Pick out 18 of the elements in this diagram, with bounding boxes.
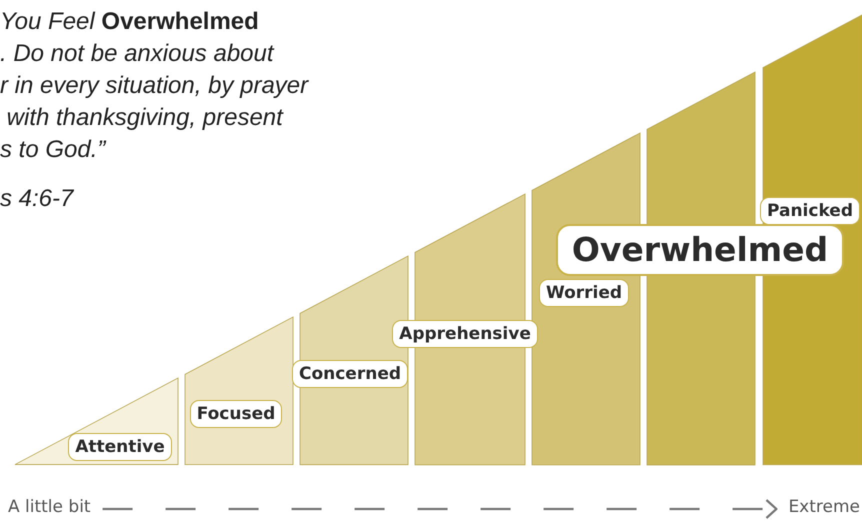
level-bar (15, 378, 178, 465)
quote-text: . Do not be anxious about (0, 40, 274, 68)
level-label: Apprehensive (392, 320, 538, 348)
scale-label: A little bit (8, 497, 91, 517)
level-label: Attentive (68, 432, 172, 461)
level-label: Worried (538, 279, 630, 307)
level-label: Concerned (292, 360, 408, 388)
quote-heading: You Feel Overwhelmed (0, 8, 259, 36)
level-label: Focused (190, 400, 282, 428)
quote-text: s 4:6-7 (0, 185, 74, 213)
level-label: Panicked (760, 196, 860, 225)
level-label: Overwhelmed (556, 224, 844, 276)
level-bar (185, 317, 293, 465)
quote-text: with thanksgiving, present (6, 104, 283, 132)
scale-arrow (102, 498, 778, 520)
quote-text: r in every situation, by prayer (0, 72, 308, 100)
scale-label: Extreme (788, 497, 860, 517)
quote-text: s to God.” (0, 136, 106, 164)
